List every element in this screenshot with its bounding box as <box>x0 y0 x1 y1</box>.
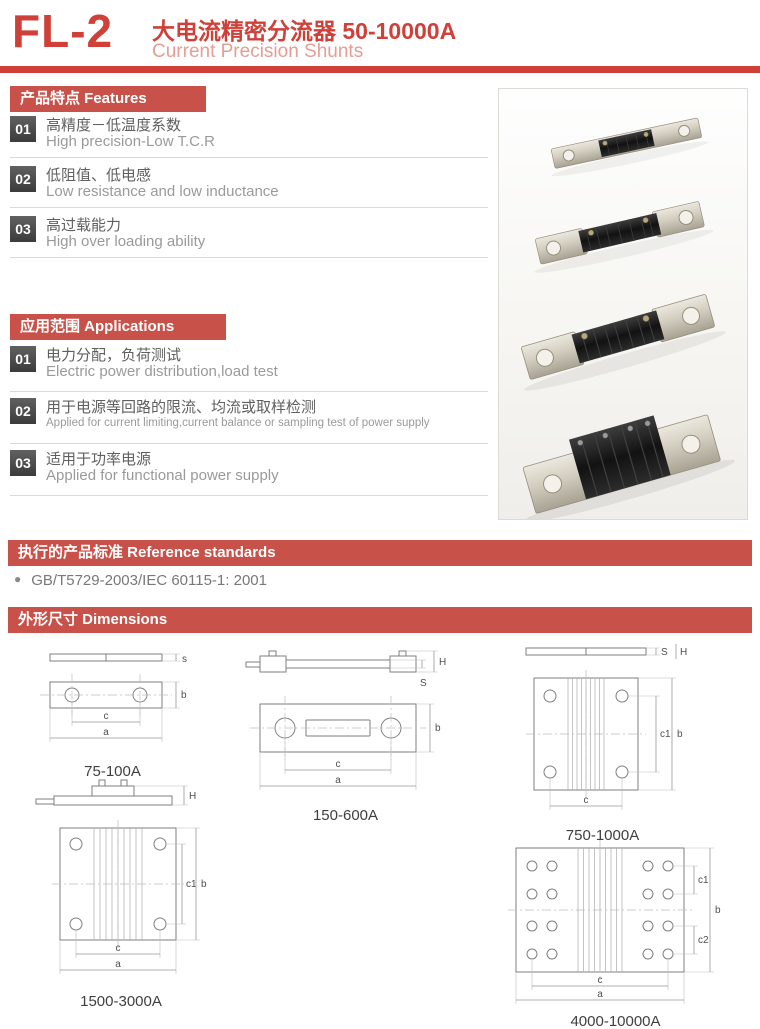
feature-text-en: Low resistance and low inductance <box>46 183 279 200</box>
drawing-75-100a-graphic: s c a b <box>40 653 187 742</box>
dim-label-S: S <box>661 647 668 658</box>
item-number-badge: 03 <box>10 450 36 476</box>
drawing-4000-10000a-graphic: c1 c2 b c a <box>508 840 721 1004</box>
dim-label-a: a <box>103 727 109 738</box>
dim-label-a: a <box>335 775 341 786</box>
divider <box>10 207 488 208</box>
section-banner-dimensions: 外形尺寸 Dimensions <box>8 607 752 633</box>
drawing-750-1000a-graphic: S H c1 b c <box>525 644 687 810</box>
drawing-150-600a-graphic: H S b c a <box>245 650 446 790</box>
dim-label-c: c <box>598 975 603 986</box>
header-rule <box>0 66 760 73</box>
bullet-icon: ● <box>14 572 22 586</box>
dim-label-a: a <box>597 989 603 1000</box>
feature-item: 02 低阻值、低电感 Low resistance and low induct… <box>10 166 490 208</box>
divider <box>10 443 488 444</box>
dim-label-b: b <box>677 729 683 740</box>
drawing-4000-10000a: c1 c2 b c a 4000-10000A <box>498 838 733 1029</box>
application-item: 02 用于电源等回路的限流、均流或取样检测 Applied for curren… <box>10 398 490 440</box>
drawing-750-1000a: S H c1 b c 750-1000A <box>510 638 695 844</box>
feature-text-en: High over loading ability <box>46 233 206 250</box>
model-number: FL-2 <box>12 5 114 57</box>
drawing-label: 1500-3000A <box>80 993 162 1010</box>
drawing-label: 150-600A <box>312 807 379 824</box>
dim-label-S: S <box>420 678 427 689</box>
dim-label-c: c <box>116 943 121 954</box>
shunt-small <box>551 117 709 177</box>
application-text-en: Applied for functional power supply <box>46 467 279 484</box>
dim-label-c: c <box>584 795 589 806</box>
dim-label-c1: c1 <box>186 879 197 890</box>
page-title-cn: 大电流精密分流器 50-10000A <box>152 18 457 44</box>
item-number-badge: 02 <box>10 166 36 192</box>
product-photo-graphic <box>521 117 736 523</box>
drawing-label: 75-100A <box>84 763 141 780</box>
page-title-en: Current Precision Shunts <box>152 41 364 62</box>
dim-label-a: a <box>115 959 121 970</box>
section-banner-standards: 执行的产品标准 Reference standards <box>8 540 752 566</box>
drawing-1500-3000a: H c1 b c a 1500-3000A <box>26 772 216 1010</box>
drawing-label: 750-1000A <box>565 827 640 844</box>
dim-label-c1: c1 <box>660 729 671 740</box>
dim-label-s: s <box>182 654 187 665</box>
dim-label-H: H <box>680 647 687 658</box>
dim-label-c1: c1 <box>698 875 709 886</box>
feature-text-cn: 高过载能力 <box>46 217 122 234</box>
divider <box>10 257 488 258</box>
application-text-en: Applied for current limiting,current bal… <box>46 417 430 429</box>
product-photo <box>498 88 748 523</box>
drawing-150-600a: H S b c a 150-600A <box>238 642 453 824</box>
section-banner-features: 产品特点 Features <box>10 86 206 112</box>
dim-label-b: b <box>201 879 207 890</box>
standards-row: ● GB/T5729-2003/IEC 60115-1: 2001 <box>14 572 267 589</box>
drawing-75-100a: s c a b 75-100A <box>30 650 195 780</box>
application-text-cn: 电力分配，负荷测试 <box>46 347 182 364</box>
dim-label-b: b <box>715 905 721 916</box>
feature-text-en: High precision-Low T.C.R <box>46 133 215 150</box>
drawing-1500-3000a-graphic: H c1 b c a <box>35 779 207 974</box>
feature-text-cn: 高精度－低温度系数 <box>46 117 182 134</box>
shunt-large <box>521 294 726 391</box>
item-number-badge: 01 <box>10 116 36 142</box>
application-text-cn: 适用于功率电源 <box>46 451 152 468</box>
divider <box>10 495 488 496</box>
dim-label-H: H <box>439 657 446 668</box>
shunt-plate <box>522 414 736 523</box>
application-item: 01 电力分配，负荷测试 Electric power distribution… <box>10 346 490 388</box>
application-text-en: Electric power distribution,load test <box>46 363 278 380</box>
item-number-badge: 02 <box>10 398 36 424</box>
divider <box>10 157 488 158</box>
dim-label-b: b <box>181 690 187 701</box>
application-text-cn: 用于电源等回路的限流、均流或取样检测 <box>46 399 317 416</box>
dim-label-b: b <box>435 723 441 734</box>
feature-item: 03 高过载能力 High over loading ability <box>10 216 490 258</box>
dim-label-H: H <box>189 791 196 802</box>
shunt-medium <box>534 201 714 273</box>
item-number-badge: 03 <box>10 216 36 242</box>
divider <box>10 391 488 392</box>
feature-item: 01 高精度－低温度系数 High precision-Low T.C.R <box>10 116 490 158</box>
section-banner-applications: 应用范围 Applications <box>10 314 226 340</box>
dim-label-c: c <box>104 711 109 722</box>
standards-text: GB/T5729-2003/IEC 60115-1: 2001 <box>31 572 267 589</box>
application-item: 03 适用于功率电源 Applied for functional power … <box>10 450 490 492</box>
dim-label-c2: c2 <box>698 935 709 946</box>
dim-label-c: c <box>336 759 341 770</box>
item-number-badge: 01 <box>10 346 36 372</box>
drawing-label: 4000-10000A <box>570 1013 661 1029</box>
feature-text-cn: 低阻值、低电感 <box>46 167 152 184</box>
